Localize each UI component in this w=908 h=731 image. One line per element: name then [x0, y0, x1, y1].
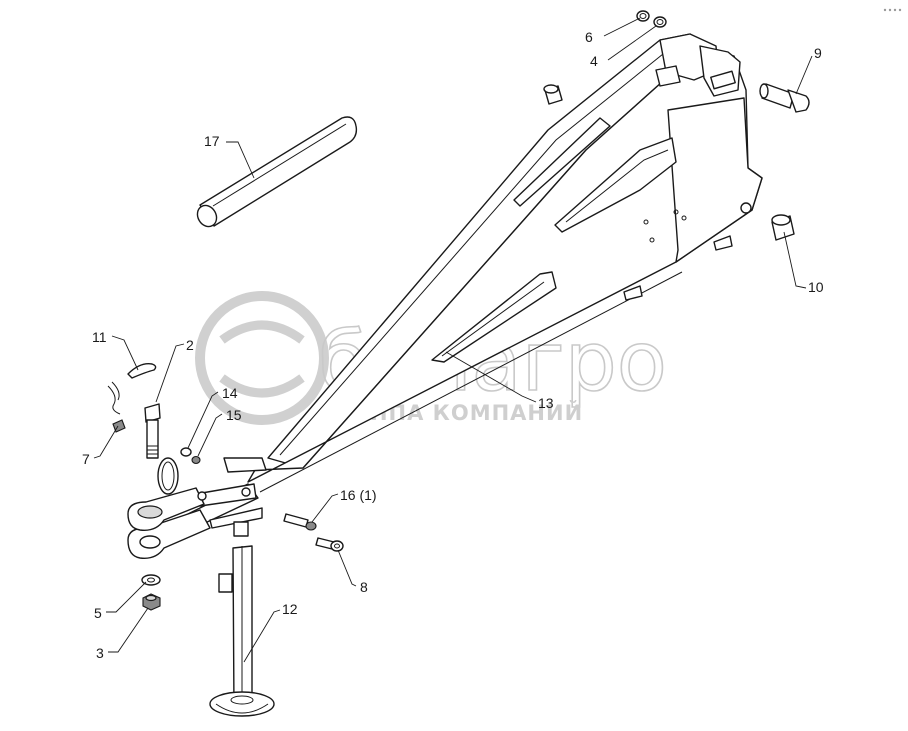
- nut-part-3: [142, 593, 161, 611]
- callout-17: 17: [204, 133, 220, 149]
- rod-part-17: [196, 116, 358, 228]
- callout-7: 7: [82, 451, 90, 467]
- callout-4: 4: [590, 53, 598, 69]
- cotter-pin-part-11: [107, 363, 157, 415]
- clip-part-7: [112, 419, 126, 433]
- leader-lines: [93, 17, 813, 663]
- screw-part-8: [315, 537, 344, 552]
- bushing-part-10: [771, 214, 795, 241]
- washer-part-14: [180, 447, 192, 457]
- callout-15: 15: [226, 407, 242, 423]
- washer-part-5: [141, 574, 161, 586]
- hitch-eye: [127, 457, 251, 559]
- callout-16: 16 (1): [340, 487, 377, 503]
- callout-13: 13: [538, 395, 554, 411]
- watermark-logo: [195, 291, 329, 425]
- callout-6: 6: [585, 29, 593, 45]
- callout-8: 8: [360, 579, 368, 595]
- callout-labels: 17 6 4 9 10 11 2 14 15 7 13 16 (1) 8 5 3…: [82, 29, 824, 661]
- nut-part-15: [191, 455, 201, 465]
- callout-3: 3: [96, 645, 104, 661]
- screw-part-16: [283, 513, 317, 531]
- pin-part-9: [759, 83, 810, 113]
- callout-11: 11: [92, 329, 107, 345]
- corner-mark: [883, 8, 902, 12]
- bolt-part-2: [144, 403, 161, 459]
- ring-part-4: [653, 16, 667, 28]
- bushing-top: [543, 84, 563, 105]
- callout-2: 2: [186, 337, 194, 353]
- stand-part-12: [209, 507, 275, 717]
- callout-14: 14: [222, 385, 238, 401]
- ring-part-6: [636, 10, 650, 22]
- boom-frame-part-13: [175, 33, 763, 533]
- callout-5: 5: [94, 605, 102, 621]
- callout-12: 12: [282, 601, 298, 617]
- callout-10: 10: [808, 279, 824, 295]
- callout-9: 9: [814, 45, 822, 61]
